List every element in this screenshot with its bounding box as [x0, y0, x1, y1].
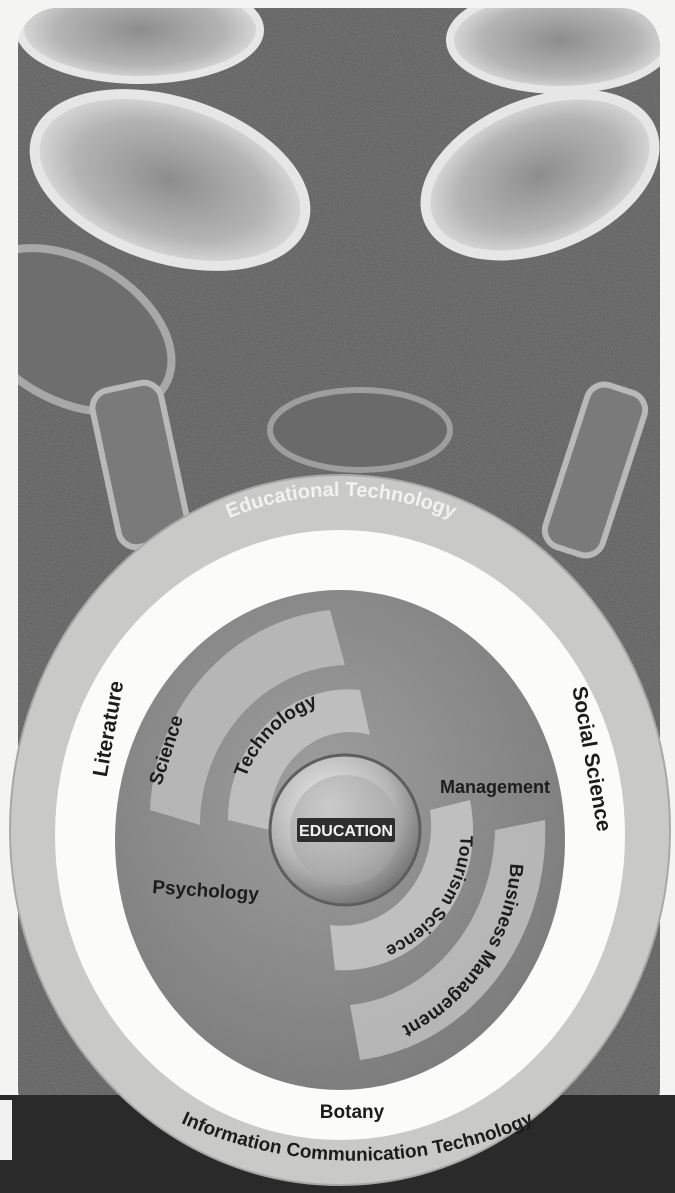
label-education: EDUCATION: [299, 823, 393, 840]
label-botany: Botany: [320, 1102, 385, 1123]
label-management: Management: [440, 777, 550, 797]
